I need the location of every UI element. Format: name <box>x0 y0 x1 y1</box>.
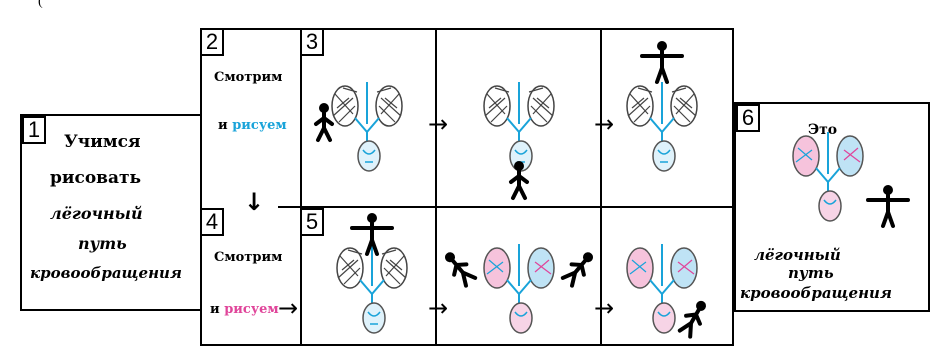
row-divider <box>278 206 734 208</box>
panel-1: 1 Учимся рисовать лёгочный путь кровообр… <box>20 114 203 311</box>
col-divider-d <box>435 208 437 346</box>
panel-1-line-3: лёгочный <box>50 204 143 223</box>
scene-6 <box>792 131 910 228</box>
stick-figure-icon <box>559 246 600 289</box>
panel-1-line-5: кровообращения <box>30 264 182 282</box>
panel-6-title: Это <box>808 122 838 138</box>
right-arrow-3b: → <box>594 110 615 138</box>
panel-1-number: 1 <box>22 116 46 144</box>
stick-figure-icon <box>676 295 713 340</box>
lungs-heart-diagram-icon <box>483 243 555 334</box>
panel-6-line-3: кровообращения <box>740 284 892 302</box>
lungs-heart-diagram-icon <box>483 81 555 172</box>
panel-2-line-1: Смотрим <box>214 70 283 85</box>
scene-5b <box>438 243 600 334</box>
right-arrow-5b: → <box>594 294 615 322</box>
panel-1-line-1: Учимся <box>64 132 141 152</box>
panel-4-number: 4 <box>200 208 224 236</box>
panel-2-line-2: и рисуем <box>218 118 287 133</box>
panel-4-draw: рисуем <box>224 302 279 317</box>
col-divider-b <box>435 28 437 206</box>
panel-2-and: и <box>218 118 228 133</box>
panel-2-draw: рисуем <box>232 118 287 133</box>
right-arrow-4: → <box>278 294 299 322</box>
panel-3-number: 3 <box>300 28 324 56</box>
panel-6-number: 6 <box>736 104 760 132</box>
panel-1-line-2: рисовать <box>50 168 142 188</box>
col-divider-e <box>600 208 602 346</box>
col-divider-a <box>300 28 302 346</box>
panel-5-number: 5 <box>300 208 324 236</box>
stick-figure-icon <box>866 183 910 228</box>
central-frame <box>200 28 734 346</box>
stick-figure-icon <box>438 246 479 289</box>
scene-5a <box>336 211 408 334</box>
lungs-heart-diagram-icon <box>336 243 408 334</box>
panel-4-and: и <box>210 302 220 317</box>
scene-3c <box>626 39 698 172</box>
lungs-heart-diagram-icon <box>626 81 698 172</box>
right-arrow-5a: → <box>428 294 449 322</box>
down-arrow: ↓ <box>244 188 265 216</box>
lungs-heart-diagram-icon <box>792 131 864 222</box>
scene-3a <box>314 81 403 172</box>
panel-1-line-4: путь <box>78 234 127 253</box>
scene-5c <box>626 243 713 340</box>
panel-4-line-2: и рисуем <box>210 302 279 317</box>
stick-figure-icon <box>640 39 684 84</box>
scene-3b <box>483 81 555 200</box>
panel-6-line-2: путь <box>788 264 834 282</box>
panel-2-number: 2 <box>200 28 224 56</box>
stick-figure-icon <box>314 101 334 142</box>
panel-6-line-1: лёгочный <box>754 246 841 264</box>
lungs-heart-diagram-icon <box>626 243 698 334</box>
col-divider-c <box>600 28 602 206</box>
top-fragment: ( <box>38 0 43 9</box>
panel-4-line-1: Смотрим <box>214 250 283 265</box>
right-arrow-3a: → <box>428 110 449 138</box>
lungs-heart-diagram-icon <box>331 81 403 172</box>
